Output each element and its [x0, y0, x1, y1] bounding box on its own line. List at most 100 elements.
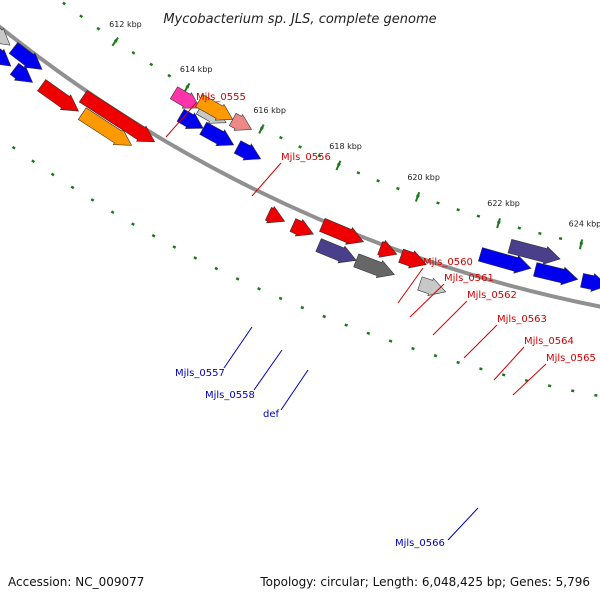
genome-summary-text: Topology: circular; Length: 6,048,425 bp…	[259, 575, 590, 589]
leader-line	[463, 324, 498, 359]
tick-label: 618 kbp	[329, 142, 362, 151]
leader-line	[397, 267, 424, 304]
gene-label-forward: Mjls_0563	[497, 314, 547, 325]
gene-arrow	[478, 247, 532, 274]
gene-arrow	[77, 107, 133, 146]
dot-mark	[131, 222, 135, 226]
gene-arrow	[353, 253, 395, 279]
dot-mark	[172, 245, 177, 249]
gene-arrow	[228, 112, 253, 131]
dot-mark	[149, 62, 154, 67]
gene-label-forward: Mjls_0560	[423, 257, 473, 268]
gene-label-reverse: Mjls_0566	[395, 538, 445, 549]
gene-arrow	[0, 27, 11, 46]
gene-label-forward: Mjls_0562	[467, 290, 517, 301]
dot-mark	[317, 154, 322, 158]
gene-arrow	[417, 276, 447, 296]
dot-mark	[396, 186, 400, 191]
dot-mark	[433, 354, 438, 358]
tick-mark	[335, 160, 342, 171]
tick-label: 612 kbp	[109, 20, 142, 29]
gene-label-forward: Mjls_0556	[281, 152, 331, 163]
tick-label: 622 kbp	[487, 199, 520, 208]
gene-label-reverse: Mjls_0557	[175, 368, 225, 379]
gene-features	[0, 27, 600, 296]
dot-mark	[131, 50, 136, 55]
gene-arrow	[0, 48, 12, 67]
dot-mark	[501, 373, 506, 377]
gene-arrow	[199, 121, 235, 146]
tick-label: 616 kbp	[253, 106, 286, 115]
gene-label-forward: Mjls_0565	[546, 353, 596, 364]
tick-mark	[111, 37, 119, 47]
gene-arrow	[78, 89, 156, 143]
tick-mark	[414, 191, 421, 202]
dot-mark	[50, 172, 55, 177]
gene-label-forward: Mjls_0564	[524, 336, 574, 347]
dot-mark	[151, 233, 156, 238]
tick-label: 614 kbp	[180, 65, 213, 74]
gene-arrow	[533, 262, 579, 286]
gene-arrow	[507, 239, 561, 265]
gene-arrow	[289, 218, 314, 237]
leader-line	[432, 300, 468, 336]
genome-backbone	[0, 24, 600, 309]
gene-arrow	[8, 41, 43, 70]
dot-mark	[322, 314, 327, 319]
tick-mark	[183, 82, 191, 93]
leader-line	[253, 349, 283, 391]
dot-mark	[356, 171, 361, 175]
gene-arrow	[398, 248, 427, 269]
gene-label-forward: Mjls_0561	[444, 273, 494, 284]
gene-label-reverse: Mjls_0558	[205, 390, 255, 401]
gene-arrow	[233, 140, 262, 161]
dot-mark	[594, 393, 598, 397]
dot-mark	[476, 214, 481, 218]
tick-label: 624 kbp	[569, 220, 600, 229]
dot-mark	[214, 266, 219, 271]
accession-text: Accession: NC_009077	[8, 575, 144, 589]
leader-line	[512, 363, 547, 396]
dot-mark	[411, 346, 415, 351]
dot-mark	[538, 231, 542, 236]
dot-mark	[257, 287, 261, 291]
page-title: Mycobacterium sp. JLS, complete genome	[163, 12, 436, 27]
leader-line	[165, 102, 197, 138]
dot-mark	[456, 208, 460, 212]
tick-mark	[496, 218, 501, 229]
dot-mark	[235, 277, 240, 281]
tick-mark	[578, 239, 584, 250]
dot-mark	[517, 226, 522, 230]
dot-mark	[547, 384, 552, 388]
gene-arrow	[264, 206, 286, 224]
dot-mark	[278, 296, 283, 301]
gene-arrow	[315, 238, 357, 264]
gene-arrow	[176, 108, 204, 129]
dot-mark	[62, 1, 67, 6]
leader-line	[493, 346, 525, 381]
dot-mark	[366, 331, 371, 335]
leader-line	[223, 326, 253, 369]
dot-mark	[167, 73, 172, 78]
tick-label: 620 kbp	[407, 173, 440, 182]
dot-mark	[11, 145, 16, 150]
dot-mark	[96, 26, 101, 31]
dot-mark	[436, 201, 440, 205]
dot-mark	[110, 210, 115, 215]
dot-mark	[479, 367, 483, 371]
dot-mark	[388, 339, 393, 343]
leader-line	[280, 369, 309, 411]
leader-line	[447, 507, 479, 541]
gene-arrow	[9, 62, 34, 83]
gene-label-forward: Mjls_0555	[196, 92, 246, 103]
dot-mark	[90, 198, 95, 202]
dot-mark	[193, 256, 198, 260]
leader-line	[251, 162, 282, 197]
dot-mark	[298, 145, 302, 149]
dot-mark	[558, 236, 563, 241]
dot-mark	[300, 305, 305, 310]
gene-arrow	[37, 79, 80, 112]
dot-mark	[570, 389, 575, 393]
